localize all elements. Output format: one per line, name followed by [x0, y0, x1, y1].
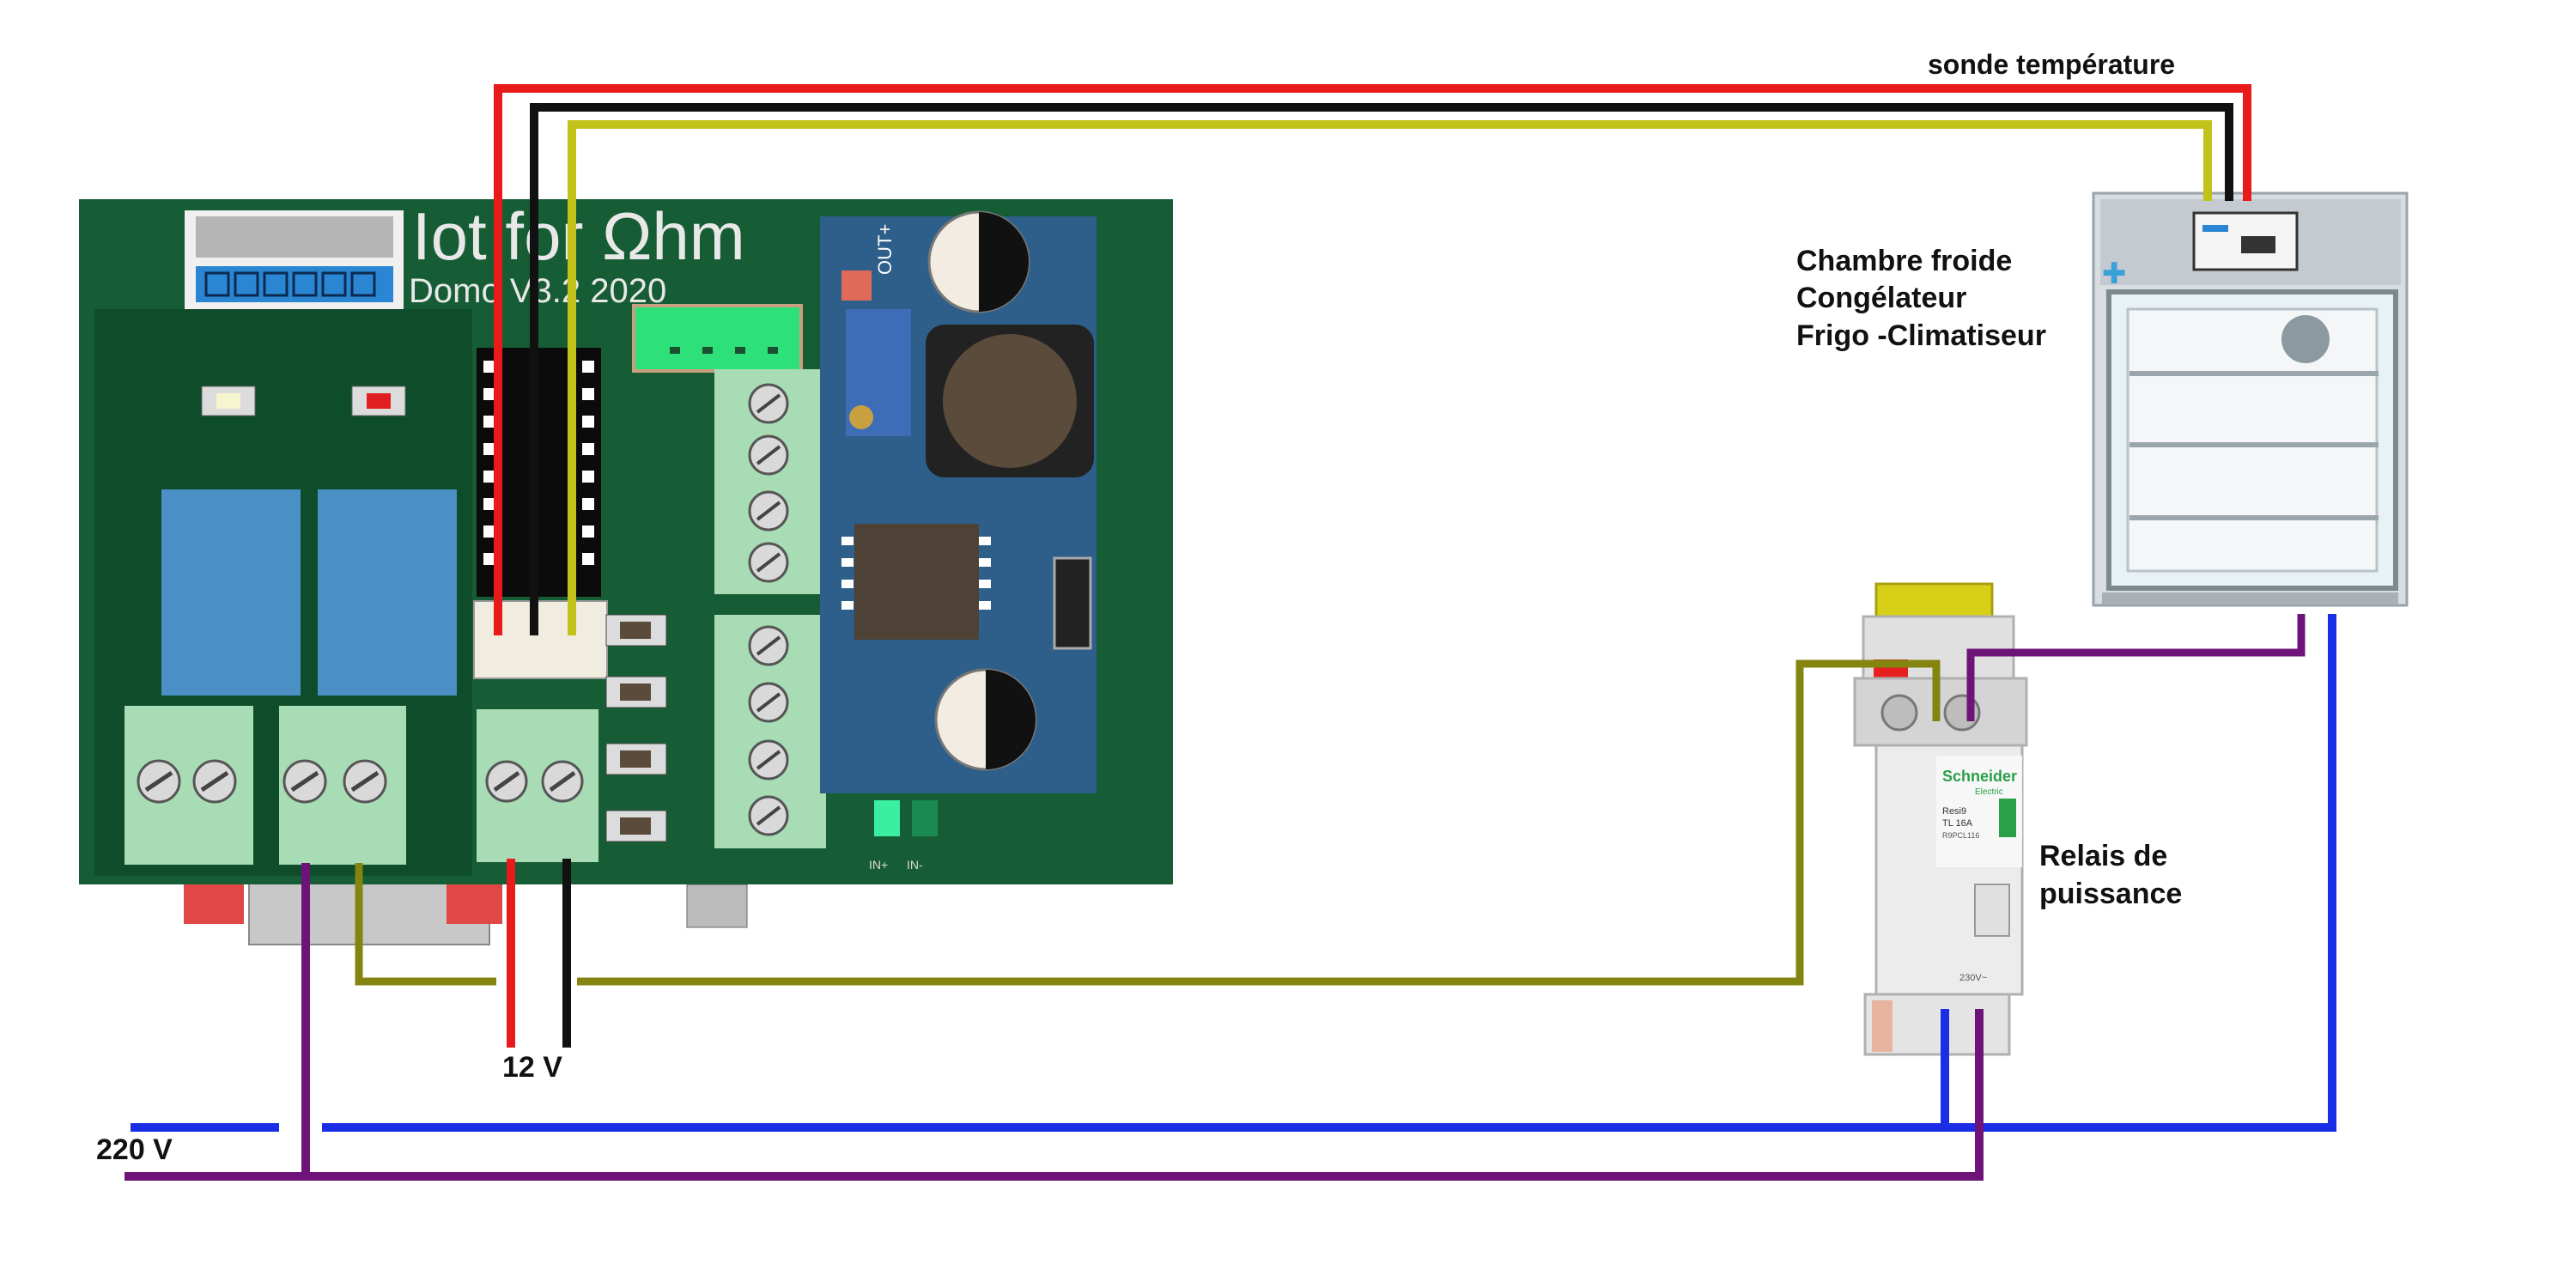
wire-relay-to-fridge [1966, 614, 2306, 721]
label-relay-2: puissance [2039, 878, 2182, 910]
board-title: Iot for Ωhm [412, 198, 745, 274]
fridge-grille [2102, 592, 2398, 605]
relay-brand-sub: Electric [1975, 787, 2003, 797]
smd-components [605, 614, 667, 842]
wire-sensor-black [530, 103, 2233, 635]
wire-220v-purple [125, 1009, 1984, 1181]
wire-sensor-red [494, 84, 2251, 635]
label-220v: 220 V [96, 1133, 173, 1166]
wire-220v-blue [322, 614, 2336, 1132]
input-terminal-block-upper [714, 369, 826, 594]
refrigerator: ✚ [2092, 191, 2409, 607]
buck-converter-module: OUT+ [820, 210, 1097, 793]
relay-ref: R9PCL116 [1942, 831, 1979, 840]
module-label-in-plus: IN+ [869, 858, 888, 872]
regulator-ic [854, 524, 979, 640]
module-label-in-minus: IN- [907, 858, 923, 872]
fridge-fan [2281, 315, 2330, 363]
wire-relay-control [355, 863, 496, 986]
relay-terminal-1 [125, 706, 253, 865]
power-12v-terminal [477, 709, 598, 862]
relay-model: Resi9 [1942, 806, 1966, 817]
wire-sensor-yellow [568, 120, 2212, 635]
board-button [686, 884, 748, 928]
wire-relay-control-2 [577, 659, 1941, 986]
controller-board: Iot for Ωhm Domo V3.2 2020 [79, 198, 1173, 945]
fridge-cross-icon: ✚ [2102, 257, 2127, 291]
module-led-1 [874, 800, 900, 836]
pin-header [632, 304, 803, 373]
label-appliance-3: Frigo -Climatiseur [1796, 319, 2046, 352]
board-bracket-right-tab [447, 884, 502, 924]
relay-2 [318, 489, 457, 696]
diode [1053, 556, 1092, 650]
module-led-2 [912, 800, 938, 836]
relay-voltage: 230V~ [1959, 973, 1987, 983]
relay-1 [161, 489, 301, 696]
input-terminal-block-lower [714, 615, 826, 848]
lcd-screen [196, 216, 393, 258]
relay-terminal-2 [279, 706, 406, 865]
relay-rating: TL 16A [1942, 818, 1973, 829]
power-relay-device: Schneider Electric Resi9 TL 16A R9PCL116… [1853, 582, 2028, 1056]
buck-output-label: OUT+ [874, 224, 896, 275]
label-12v: 12 V [502, 1051, 562, 1084]
board-bracket-left-tab [184, 884, 244, 924]
label-sensor: sonde température [1928, 49, 2175, 80]
lcd-pins [204, 271, 376, 297]
mcu-pins [483, 361, 594, 565]
label-appliance-1: Chambre froide [1796, 245, 2012, 277]
label-relay-1: Relais de [2039, 840, 2167, 872]
label-appliance-2: Congélateur [1796, 282, 1966, 314]
relay-brand: Schneider [1942, 768, 2017, 785]
